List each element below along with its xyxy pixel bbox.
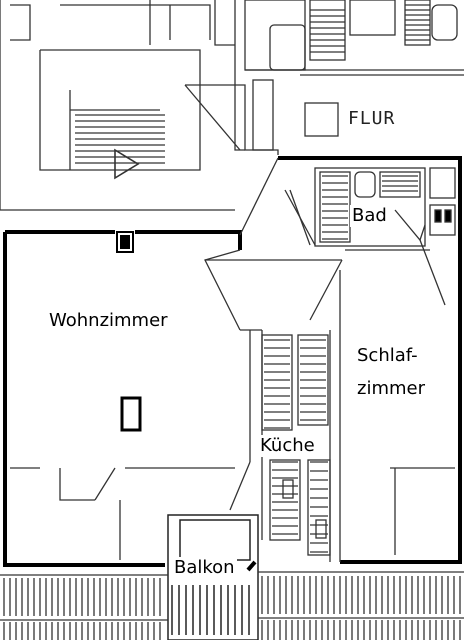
room-label-kueche: Küche — [258, 435, 317, 457]
apartment-walls — [3, 156, 462, 572]
room-label-schlafzimmer-line1: Schlaf- — [357, 345, 418, 366]
balkon — [167, 514, 259, 640]
room-label-flur: FLUR — [348, 108, 396, 129]
top-right-fixtures — [244, 0, 464, 76]
kitchen-tiles — [264, 339, 328, 553]
fixture-hatching — [310, 4, 430, 53]
kitchen-counters — [261, 334, 331, 556]
room-label-schlafzimmer-line2: zimmer — [357, 378, 425, 399]
room-label-bad: Bad — [350, 205, 389, 227]
bottom-railings — [0, 571, 464, 640]
room-label-balkon: Balkon — [172, 557, 237, 579]
bathroom-fixtures — [284, 167, 456, 247]
balkon-tiles — [171, 585, 250, 635]
column-marker — [116, 231, 134, 253]
bathroom-tiles — [322, 175, 418, 240]
room-label-wohnzimmer: Wohnzimmer — [49, 310, 168, 331]
chimney-symbol — [120, 396, 142, 432]
railing-bars — [3, 576, 461, 640]
staircase — [0, 0, 245, 211]
stair-steps — [75, 114, 165, 164]
flur-area — [184, 79, 339, 155]
